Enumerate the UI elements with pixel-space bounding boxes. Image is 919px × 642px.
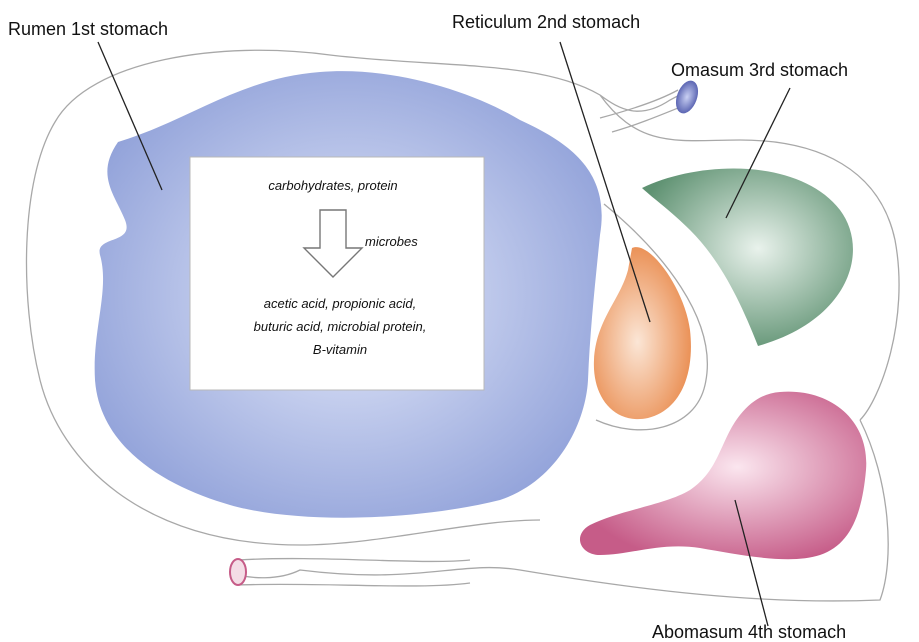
box-output-line-1: acetic acid, propionic acid, xyxy=(264,296,416,311)
reticulum-shape xyxy=(594,247,691,419)
abomasum-shape xyxy=(580,392,866,560)
box-output-line-2: buturic acid, microbial protein, xyxy=(254,319,427,334)
box-agent-text: microbes xyxy=(365,234,418,249)
intestine-end xyxy=(230,559,246,585)
omasum-label: Omasum 3rd stomach xyxy=(671,60,848,80)
reticulum-label: Reticulum 2nd stomach xyxy=(452,12,640,32)
abomasum-label: Abomasum 4th stomach xyxy=(652,622,846,642)
rumen-label: Rumen 1st stomach xyxy=(8,19,168,39)
intestine-outline xyxy=(238,559,470,586)
box-output-line-3: B-vitamin xyxy=(313,342,367,357)
box-input-text: carbohydrates, protein xyxy=(268,178,397,193)
